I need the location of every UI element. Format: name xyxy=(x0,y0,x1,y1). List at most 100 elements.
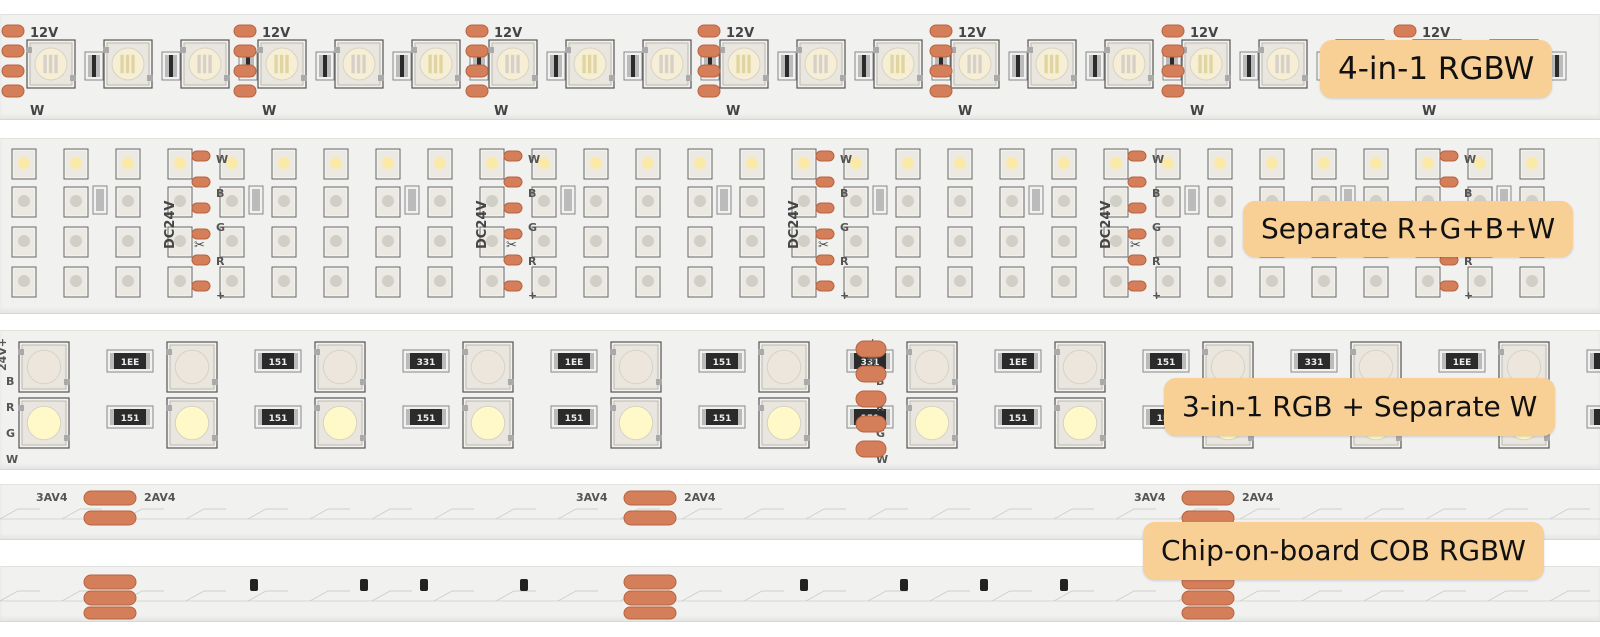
resistor xyxy=(110,409,150,425)
led-die xyxy=(1203,54,1208,74)
led-outline xyxy=(999,148,1025,180)
led-lens xyxy=(798,195,810,207)
led-outline xyxy=(895,186,921,218)
resistor xyxy=(554,353,594,369)
led-die xyxy=(813,54,817,74)
led-leg xyxy=(1248,435,1254,441)
silk-pin: R xyxy=(1152,255,1161,268)
cut-mark-icon: ✂ xyxy=(1130,238,1141,253)
resistor-end xyxy=(1146,409,1150,425)
resistor-end xyxy=(1032,189,1036,211)
trace xyxy=(991,590,1032,602)
trace xyxy=(1115,590,1156,602)
led-outline xyxy=(635,226,661,258)
smd-part xyxy=(420,579,428,591)
cut-mark-icon: ✂ xyxy=(506,238,517,253)
led-die xyxy=(1044,54,1048,74)
label-rgb-plus-separate-w: 3-in-1 RGB + Separate W xyxy=(1164,378,1556,436)
led-leg xyxy=(758,405,764,411)
led-die xyxy=(120,54,124,74)
silk-voltage: 12V xyxy=(262,26,290,41)
led-leg xyxy=(758,349,764,355)
led-outline xyxy=(1467,266,1493,298)
led-outline xyxy=(531,266,557,298)
led-leg xyxy=(950,47,956,53)
resistor xyxy=(258,353,298,369)
led-leg xyxy=(508,379,514,385)
led-lens xyxy=(330,195,342,207)
led-outline xyxy=(427,266,453,298)
led-leg xyxy=(360,379,366,385)
resistor-end xyxy=(880,189,884,211)
resistor-outline xyxy=(994,405,1042,429)
led-outline xyxy=(323,148,349,180)
led-leg xyxy=(1100,435,1106,441)
led-leg xyxy=(610,349,616,355)
led-leg xyxy=(532,75,538,81)
led-die xyxy=(125,54,130,74)
led-outline xyxy=(323,186,349,218)
led-lens xyxy=(1162,157,1174,169)
trace xyxy=(1239,508,1280,520)
trace xyxy=(1487,590,1528,602)
led-outline xyxy=(635,186,661,218)
silk-w: W xyxy=(1422,104,1436,119)
led-leg xyxy=(804,379,810,385)
resistor-code: 151 xyxy=(121,414,140,424)
resistor-end xyxy=(173,55,177,77)
silk-voltage: DC24V xyxy=(475,201,490,249)
resistor-end xyxy=(294,409,298,425)
resistor-outline xyxy=(1438,349,1486,373)
smd-part xyxy=(1060,579,1068,591)
smd-part xyxy=(800,579,808,591)
led-lens xyxy=(1058,157,1070,169)
copper-pad xyxy=(83,490,137,506)
led-leg xyxy=(411,47,417,53)
led-lens xyxy=(1058,195,1070,207)
silk-pin: + xyxy=(1152,289,1161,302)
copper-pad xyxy=(233,64,257,78)
resistor-end xyxy=(1294,353,1298,369)
led-die xyxy=(274,54,278,74)
resistor-code: 1EE xyxy=(565,358,584,368)
led-outline xyxy=(1259,148,1285,180)
silk-voltage: DC24V xyxy=(787,201,802,249)
trace xyxy=(867,590,908,602)
led-leg xyxy=(1071,75,1077,81)
led-die xyxy=(818,54,823,74)
resistor-end xyxy=(1559,55,1563,77)
resistor-end xyxy=(1089,55,1093,77)
led-outline xyxy=(1054,341,1106,393)
resistor-code: 1EE xyxy=(1009,358,1028,368)
resistor-outline xyxy=(1028,185,1044,215)
copper-pad xyxy=(83,606,137,620)
trace xyxy=(1425,590,1466,602)
silk-voltage: 24V+ xyxy=(0,338,9,371)
led-lens xyxy=(434,275,446,287)
copper-pad xyxy=(503,176,523,188)
led-leg xyxy=(314,349,320,355)
led-outline xyxy=(26,39,76,89)
led-lens xyxy=(694,235,706,247)
led-lens xyxy=(1062,405,1098,441)
resistor-outline xyxy=(1085,51,1105,81)
silk-left: 3AV4 xyxy=(576,491,608,504)
led-outline xyxy=(375,148,401,180)
resistor xyxy=(406,409,446,425)
led-lens xyxy=(618,349,654,385)
resistor-end xyxy=(1590,409,1594,425)
led-outline xyxy=(479,148,505,180)
resistor-end xyxy=(406,409,410,425)
led-lens xyxy=(798,275,810,287)
led-outline xyxy=(63,186,89,218)
trace xyxy=(1425,508,1466,520)
resistor-end xyxy=(412,189,416,211)
silk-pin: G xyxy=(528,221,537,234)
resistor xyxy=(702,409,742,425)
led-lens xyxy=(642,195,654,207)
resistor-outline xyxy=(716,185,732,215)
led-lens xyxy=(954,235,966,247)
led-outline xyxy=(219,266,245,298)
silk-pin: R xyxy=(6,401,15,414)
resistor-outline xyxy=(402,405,450,429)
